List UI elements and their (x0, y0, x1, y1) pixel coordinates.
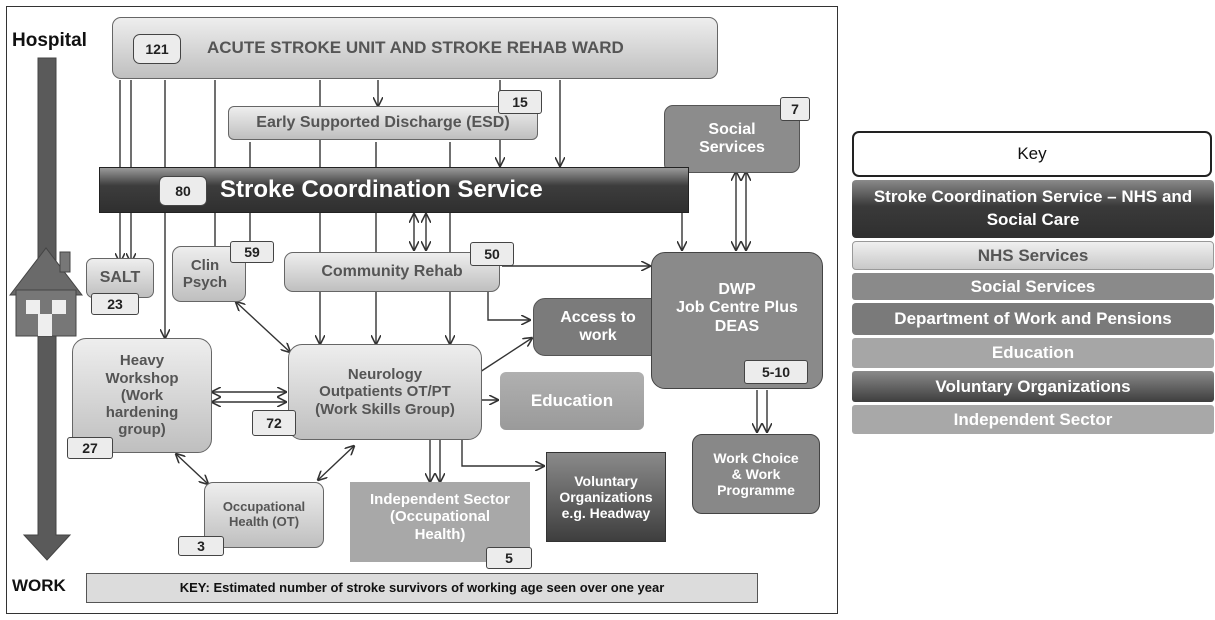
neurology-outpatients-label: Neurology Outpatients OT/PT (Work Skills… (315, 366, 455, 418)
house-icon (8, 247, 84, 337)
arrow-workshop-occ (176, 454, 208, 484)
voluntary-organizations-box: Voluntary Organizations e.g. Headway (546, 452, 666, 542)
arrow-neuro-access (479, 338, 532, 373)
hospital-label: Hospital (12, 30, 87, 51)
work-label: WORK (12, 576, 66, 595)
social-services-label: Social Services (699, 120, 765, 156)
occupational-health-box: Occupational Health (OT) (204, 482, 324, 548)
community-rehab-label: Community Rehab (321, 262, 463, 280)
dwp-box: DWP Job Centre Plus DEAS (651, 252, 823, 389)
neurology-outpatients-box: Neurology Outpatients OT/PT (Work Skills… (288, 344, 482, 440)
legend-item-nhs: NHS Services (852, 241, 1214, 270)
footer-key: KEY: Estimated number of stroke survivor… (86, 573, 758, 603)
arrow-neuro-vol (461, 440, 544, 466)
acute-stroke-unit: ACUTE STROKE UNIT AND STROKE REHAB WARD (112, 17, 718, 79)
education-label: Education (530, 391, 614, 411)
salt-box: SALT (86, 258, 154, 298)
voluntary-organizations-label: Voluntary Organizations e.g. Headway (559, 472, 653, 522)
count-social: 7 (780, 97, 810, 121)
count-occ: 3 (178, 536, 224, 556)
count-clin: 59 (230, 241, 274, 263)
work-choice-box: Work Choice & Work Programme (692, 434, 820, 514)
count-workshop: 27 (67, 437, 113, 459)
arrow-clin-neuro (236, 302, 290, 352)
legend-item-education: Education (852, 338, 1214, 368)
work-choice-label: Work Choice & Work Programme (713, 449, 799, 499)
footer-key-text: KEY: Estimated number of stroke survivor… (179, 579, 665, 595)
esd-label: Early Supported Discharge (ESD) (256, 113, 510, 131)
legend-item-independent: Independent Sector (852, 405, 1214, 434)
legend-item-social: Social Services (852, 273, 1214, 300)
dwp-label-line2: Job Centre Plus (676, 299, 798, 317)
legend-title: Key (852, 131, 1212, 177)
legend-item-voluntary: Voluntary Organizations (852, 371, 1214, 402)
clin-psych-label: Clin Psych (182, 256, 228, 291)
clin-psych-box: Clin Psych (172, 246, 246, 302)
dwp-label-line3: DEAS (714, 317, 760, 335)
esd-box: Early Supported Discharge (ESD) (228, 106, 538, 140)
count-community: 50 (470, 242, 514, 266)
count-indep: 5 (486, 547, 532, 569)
independent-sector-box: Independent Sector (Occupational Health) (350, 482, 530, 562)
arrow-occ-neuro (318, 446, 354, 480)
coordination-label: Stroke Coordination Service (220, 176, 543, 204)
access-to-work-label: Access to work (560, 308, 636, 344)
heavy-workshop-label: Heavy Workshop (Work hardening group) (105, 352, 179, 439)
count-acute: 121 (133, 34, 181, 64)
count-neuro: 72 (252, 410, 296, 436)
legend-item-coordination: Stroke Coordination Service – NHS and So… (852, 180, 1214, 238)
occupational-health-label: Occupational Health (OT) (222, 499, 306, 529)
count-esd: 15 (498, 90, 542, 114)
salt-label: SALT (99, 268, 141, 286)
acute-stroke-unit-label: ACUTE STROKE UNIT AND STROKE REHAB WARD (207, 38, 624, 58)
access-to-work-box: Access to work (533, 298, 663, 356)
heavy-workshop-box: Heavy Workshop (Work hardening group) (72, 338, 212, 453)
dwp-label-line1: DWP (718, 280, 756, 298)
independent-sector-label: Independent Sector (Occupational Health) (369, 491, 511, 543)
arrow-community-access (487, 292, 530, 320)
count-coord: 80 (159, 176, 207, 206)
count-salt: 23 (91, 293, 139, 315)
community-rehab-box: Community Rehab (284, 252, 500, 292)
count-dwp: 5-10 (744, 360, 808, 384)
social-services-box: Social Services (664, 105, 800, 173)
education-box: Education (500, 372, 644, 430)
legend-item-dwp: Department of Work and Pensions (852, 303, 1214, 335)
